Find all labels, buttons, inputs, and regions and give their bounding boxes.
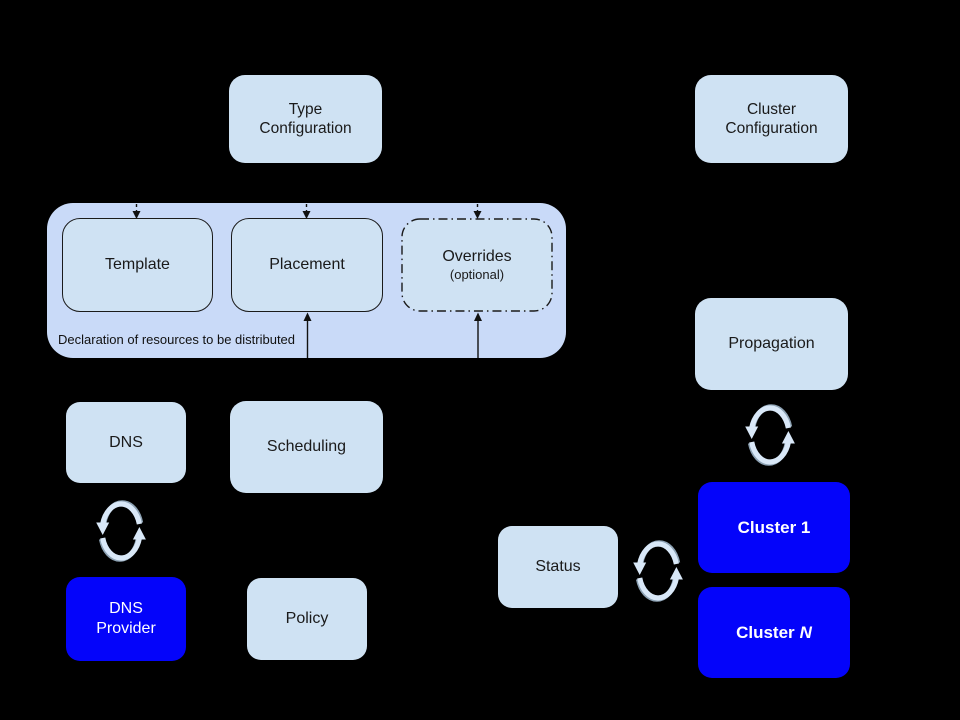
declaration-caption: Declaration of resources to be distribut…: [58, 332, 296, 347]
sync-icon: [96, 500, 146, 562]
overrides-sublabel: (optional): [449, 267, 505, 282]
cluster-n-label-prefix: Cluster: [736, 622, 795, 642]
scheduling-box: Scheduling: [230, 401, 383, 493]
cluster-1-box: Cluster 1: [698, 482, 850, 573]
overrides-label: Overrides: [442, 248, 512, 265]
dns-box: DNS: [66, 402, 186, 483]
type-configuration-box: Type Configuration: [229, 75, 382, 163]
propagation-box: Propagation: [695, 298, 848, 390]
type-configuration-label-line2: Configuration: [259, 120, 352, 137]
cluster-configuration-box: Cluster Configuration: [695, 75, 848, 163]
sync-icon: [745, 404, 795, 466]
type-configuration-label-line1: Type: [288, 101, 323, 118]
placement-label: Placement: [269, 256, 345, 273]
placement-box: Placement: [231, 218, 383, 312]
policy-box: Policy: [247, 578, 367, 660]
dns-provider-label-line2: Provider: [96, 620, 156, 637]
sync-icon: [633, 540, 683, 602]
template-label: Template: [105, 256, 170, 273]
cluster-1-label: Cluster 1: [737, 517, 811, 537]
status-box: Status: [498, 526, 618, 608]
status-label: Status: [535, 558, 581, 575]
template-box: Template: [62, 218, 213, 312]
dns-provider-label-line1: DNS: [109, 600, 143, 617]
overrides-dashdot-border: [401, 218, 553, 312]
dns-label: DNS: [109, 433, 143, 451]
dns-provider-box: DNS Provider: [66, 577, 186, 661]
overrides-box: Overrides (optional): [401, 218, 553, 312]
propagation-label: Propagation: [728, 335, 815, 352]
cluster-n-label-suffix: N: [799, 622, 812, 642]
cluster-n-box: Cluster N: [698, 587, 850, 678]
policy-label: Policy: [285, 610, 329, 627]
cluster-configuration-label-line1: Cluster: [746, 101, 797, 118]
scheduling-label: Scheduling: [266, 438, 347, 455]
cluster-configuration-label-line2: Configuration: [725, 120, 818, 137]
